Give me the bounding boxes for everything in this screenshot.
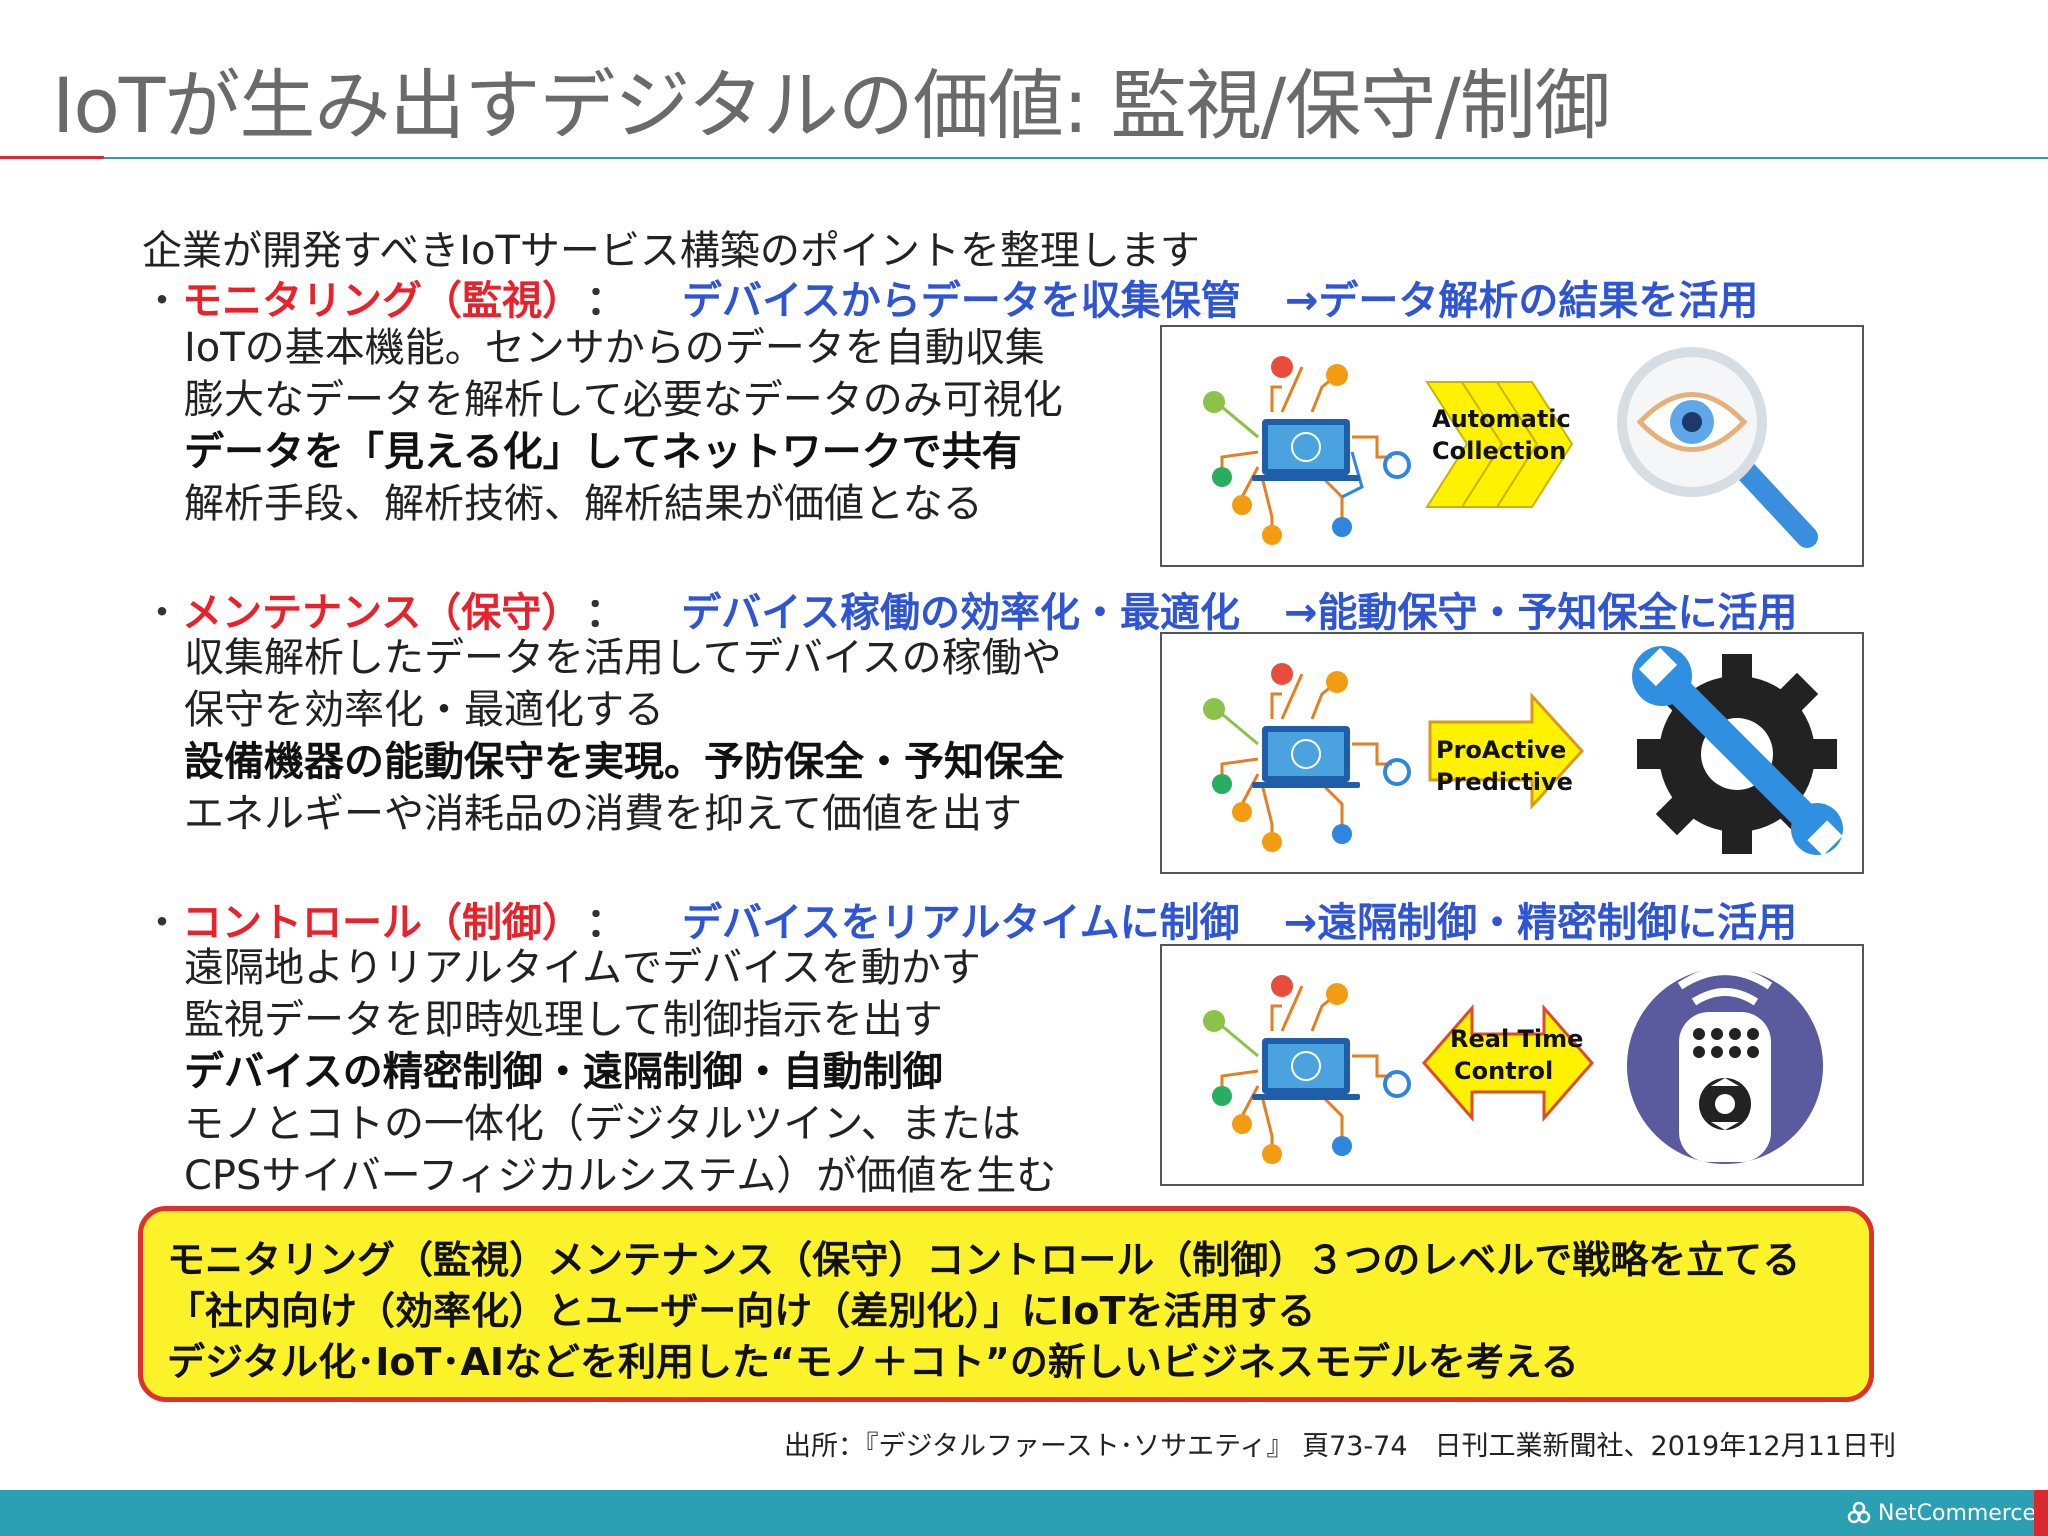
body-line: 遠隔地よりリアルタイムでデバイスを動かす: [184, 945, 981, 991]
page-title: IoTが生み出すデジタルの価値: 監視/保守/制御: [52, 61, 1611, 150]
section-name: モニタリング（監視）: [182, 278, 562, 324]
section-name: メンテナンス（保守）: [182, 590, 562, 636]
chevron-arrows-icon: [1425, 381, 1574, 508]
body-line-bold: デバイスの精密制御・遠隔制御・自動制御: [184, 1049, 943, 1095]
body-line: 解析手段、解析技術、解析結果が価値となる: [184, 481, 983, 527]
body-line: IoTの基本機能。センサからのデータを自動収集: [184, 325, 1045, 371]
arrow-label: Automatic Collection: [1432, 403, 1571, 467]
section-heading-monitoring: ・モニタリング（監視） ： デバイスからデータを収集保管 →データ解析の結果を活用: [142, 268, 1758, 326]
source-citation: 出所：『デジタルファースト･ソサエティ』 頁73-74 日刊工業新聞社、2019…: [784, 1431, 1896, 1462]
body-line: 保守を効率化・最適化する: [184, 687, 664, 733]
section-result: →データ解析の結果を活用: [1284, 278, 1759, 324]
iot-network-icon: [1203, 663, 1411, 852]
illustration-maintenance: ProActive Predictive: [1160, 632, 1864, 874]
body-line: モノとコトの一体化（デジタルツイン、または: [184, 1101, 1021, 1147]
bullet: ・: [142, 590, 182, 636]
section-body-monitoring: IoTの基本機能。センサからのデータを自動収集 膨大なデータを解析して必要なデー…: [184, 322, 1063, 530]
remote-control-icon: [1627, 967, 1823, 1164]
arrow-label: ProActive Predictive: [1436, 734, 1573, 798]
arrow-label-line: Predictive: [1436, 768, 1573, 796]
section-body-maintenance: 収集解析したデータを活用してデバイスの稼働や 保守を効率化・最適化する 設備機器…: [184, 632, 1064, 840]
section-colon: ：: [586, 278, 626, 324]
footer-bar: NetCommerce: [0, 1490, 2048, 1536]
section-name: コントロール（制御）: [182, 900, 562, 946]
magnifier-eye-icon: [1617, 347, 1818, 548]
arrow-label-line: Automatic: [1432, 405, 1571, 433]
section-result: →能動保守・予知保全に活用: [1284, 590, 1798, 636]
body-line: CPSサイバーフィジカルシステム）が価値を生む: [184, 1153, 1057, 1199]
section-heading-maintenance: ・メンテナンス（保守） ： デバイス稼働の効率化・最適化 →能動保守・予知保全に活用: [142, 580, 1798, 638]
section-colon: ：: [585, 590, 626, 636]
bullet: ・: [142, 900, 182, 946]
iot-network-icon: [1203, 356, 1411, 545]
summary-line: 「社内向け（効率化）とユーザー向け（差別化）」にIoTを活用する: [167, 1289, 1316, 1333]
section-desc: デバイス稼働の効率化・最適化: [681, 590, 1241, 636]
section-desc: デバイスからデータを収集保管: [682, 278, 1241, 324]
body-line: 収集解析したデータを活用してデバイスの稼働や: [184, 635, 1062, 681]
double-arrow-icon: [1422, 1004, 1594, 1122]
footer-accent: [2034, 1490, 2048, 1536]
section-heading-control: ・コントロール（制御） ： デバイスをリアルタイムに制御 →遠隔制御・精密制御に活用: [142, 890, 1797, 948]
gear-wrench-icon: [1632, 646, 1843, 856]
summary-box: モニタリング（監視）メンテナンス（保守）コントロール（制御）３つのレベルで戦略を…: [138, 1206, 1874, 1402]
arrow-label-line: ProActive: [1436, 736, 1567, 764]
body-line: エネルギーや消耗品の消費を抑えて価値を出す: [184, 791, 1022, 837]
iot-network-icon: [1203, 975, 1411, 1164]
arrow-label: Real Time Control: [1450, 1023, 1583, 1087]
body-line: 膨大なデータを解析して必要なデータのみ可視化: [184, 377, 1063, 423]
illustration-monitoring: Automatic Collection: [1160, 325, 1864, 567]
arrow-label-line: Collection: [1432, 437, 1567, 465]
body-line-bold: データを「見える化」してネットワークで共有: [184, 429, 1022, 475]
arrow-label-line: Control: [1454, 1057, 1554, 1085]
section-desc: デバイスをリアルタイムに制御: [682, 900, 1240, 946]
section-body-control: 遠隔地よりリアルタイムでデバイスを動かす 監視データを即時処理して制御指示を出す…: [184, 942, 1056, 1202]
arrow-label-line: Real Time: [1450, 1025, 1584, 1053]
section-result: →遠隔制御・精密制御に活用: [1283, 900, 1798, 946]
section-colon: ：: [586, 900, 626, 946]
body-line-bold: 設備機器の能動保守を実現。予防保全・予知保全: [184, 739, 1064, 785]
right-arrow-icon: [1428, 692, 1585, 810]
title-rule-accent: [0, 156, 104, 159]
intro-text: 企業が開発すべきIoTサービス構築のポイントを整理します: [142, 228, 1200, 274]
netcommerce-logo-icon: [1847, 1501, 1871, 1524]
title-rule: [104, 157, 2048, 159]
bullet: ・: [142, 278, 182, 324]
body-line: 監視データを即時処理して制御指示を出す: [184, 997, 943, 1043]
netcommerce-logo: NetCommerce: [1846, 1498, 2036, 1528]
summary-line: モニタリング（監視）メンテナンス（保守）コントロール（制御）３つのレベルで戦略を…: [167, 1238, 1801, 1282]
logo-text: NetCommerce: [1878, 1500, 2037, 1526]
illustration-control: Real Time Control: [1160, 944, 1864, 1186]
summary-line: デジタル化･IoT･AIなどを利用した“モノ＋コト”の新しいビジネスモデルを考え…: [167, 1340, 1579, 1384]
